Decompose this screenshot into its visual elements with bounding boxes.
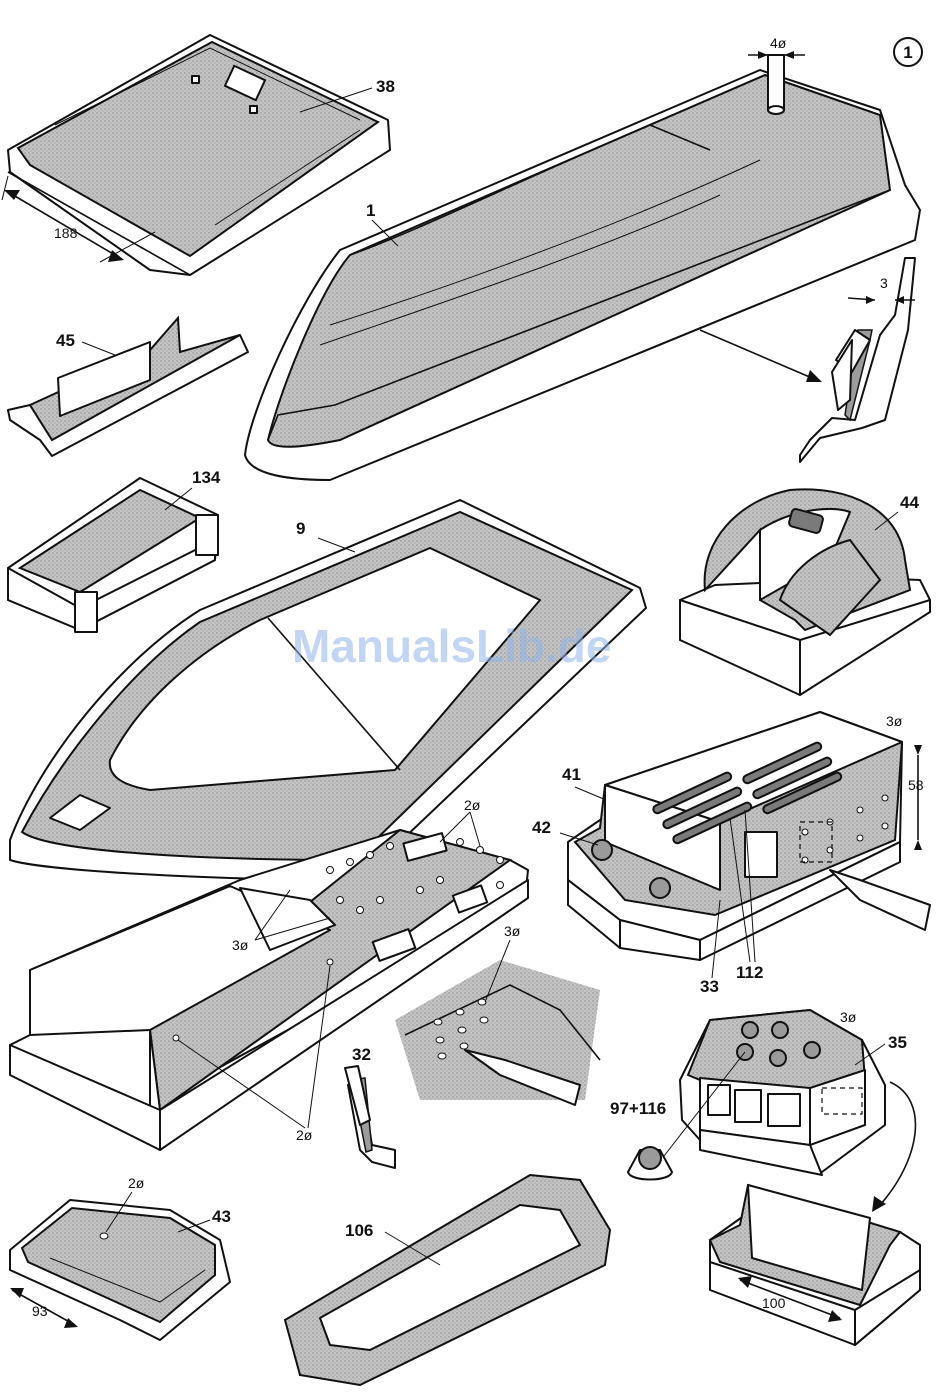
label-43: 43 [212,1207,231,1226]
dim-58-text: 58 [908,777,924,793]
label-45: 45 [56,331,75,350]
label-33: 33 [700,977,719,996]
dimension-58: 58 [908,745,924,850]
watermark: ManualsLib.de [292,620,611,672]
hole-3-plate: 3ø [504,923,521,939]
hole-3-cabin: 3ø [232,937,249,953]
label-41: 41 [562,765,581,784]
dim-93-text: 93 [32,1303,48,1319]
part-43-plate [10,1200,230,1340]
label-1: 1 [366,201,375,220]
dim-4-text: 4ø [770,35,787,51]
label-134: 134 [192,468,221,487]
part-44-cabin [680,489,930,695]
sheet-number: 1 [903,43,912,62]
label-9: 9 [296,519,305,538]
cabin-base [710,1185,920,1345]
dim-188-text: 188 [54,225,78,241]
dim-3-text: 3 [880,275,888,291]
label-97-116: 97+116 [610,1099,666,1118]
part-106-gasket [285,1175,610,1385]
hole-3-engine: 3ø [886,713,903,729]
label-35: 35 [888,1033,907,1052]
dim-100-text: 100 [762,1295,786,1311]
part-41-engine-cover [568,712,930,960]
label-106: 106 [345,1221,373,1240]
hole-2-cabin-top: 2ø [464,797,481,813]
part-134-tray [8,478,218,632]
hole-3-wheelhouse: 3ø [840,1009,857,1025]
part-32-knife-detail [345,1066,395,1168]
label-112: 112 [736,963,763,982]
sheet-number-badge: 1 [894,38,922,66]
label-44: 44 [900,493,919,512]
label-32: 32 [352,1045,371,1064]
label-42: 42 [532,818,551,837]
part-45-bracket [8,318,248,456]
drill-detail-plate [395,960,600,1105]
hole-2-cabin-bottom: 2ø [296,1127,313,1143]
label-38: 38 [376,77,395,96]
part-35-wheelhouse [680,1010,885,1175]
hole-2-plate-43: 2ø [128,1175,145,1191]
knife-detail-hull: 3 [800,258,915,462]
